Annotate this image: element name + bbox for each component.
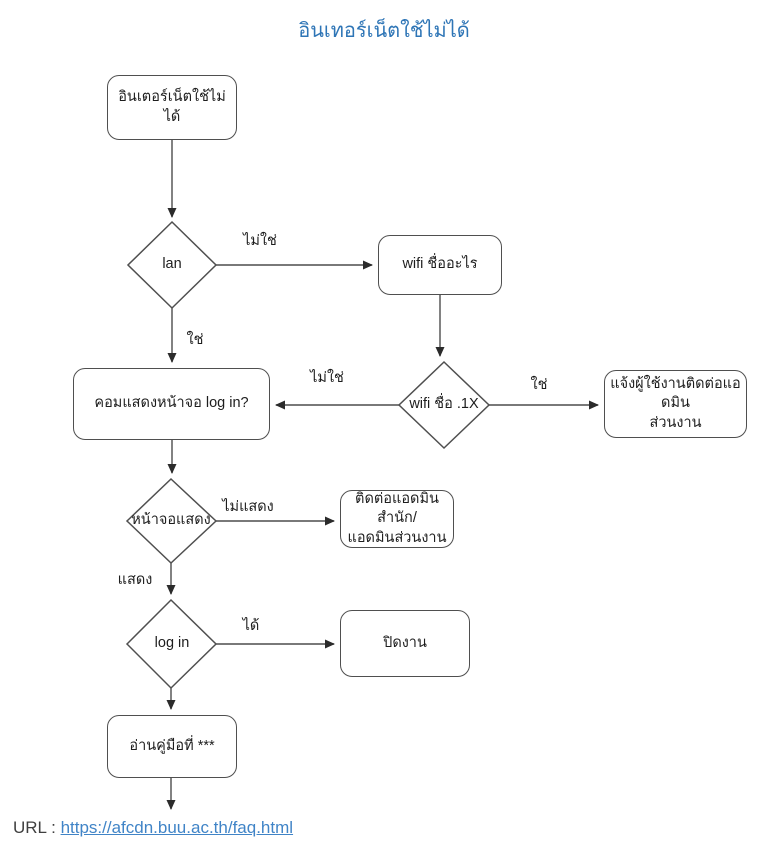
edge-label-lan-yes: ใช่	[186, 332, 204, 348]
diamond-screen-show	[125, 477, 218, 565]
node-start: อินเตอร์เน็ตใช้ไม่ได้	[107, 75, 237, 140]
node-read-manual: อ่านคู่มือที่ ***	[107, 715, 237, 778]
edge-label-lan-no: ไม่ใช่	[243, 233, 277, 249]
node-contact-admin: ติดต่อแอดมินสำนัก/ แอดมินส่วนงาน	[340, 490, 454, 548]
edge-label-login-yes: ได้	[242, 618, 260, 634]
node-login-prompt: คอมแสดงหน้าจอ log in?	[73, 368, 270, 440]
diamond-login	[125, 598, 218, 690]
url-prefix-label: URL :	[13, 818, 56, 837]
edge-label-wifi1x-yes: ใช่	[530, 377, 548, 393]
node-close-job: ปิดงาน	[340, 610, 470, 677]
faq-link[interactable]: https://afcdn.buu.ac.th/faq.html	[60, 818, 294, 837]
edge-label-screen-yes: แสดง	[117, 572, 153, 588]
node-wifi-name: wifi ชื่ออะไร	[378, 235, 502, 295]
edge-label-screen-no: ไม่แสดง	[222, 499, 274, 515]
node-notify-admin: แจ้งผู้ใช้งานติดต่อแอดมิน ส่วนงาน	[604, 370, 747, 438]
diamond-lan	[126, 220, 218, 310]
page-title: อินเทอร์เน็ตใช้ไม่ได้	[298, 20, 470, 42]
edge-label-wifi1x-no: ไม่ใช่	[310, 370, 344, 386]
footer-url-line: URL : https://afcdn.buu.ac.th/faq.html	[13, 818, 293, 838]
diamond-wifi-1x	[397, 360, 491, 450]
